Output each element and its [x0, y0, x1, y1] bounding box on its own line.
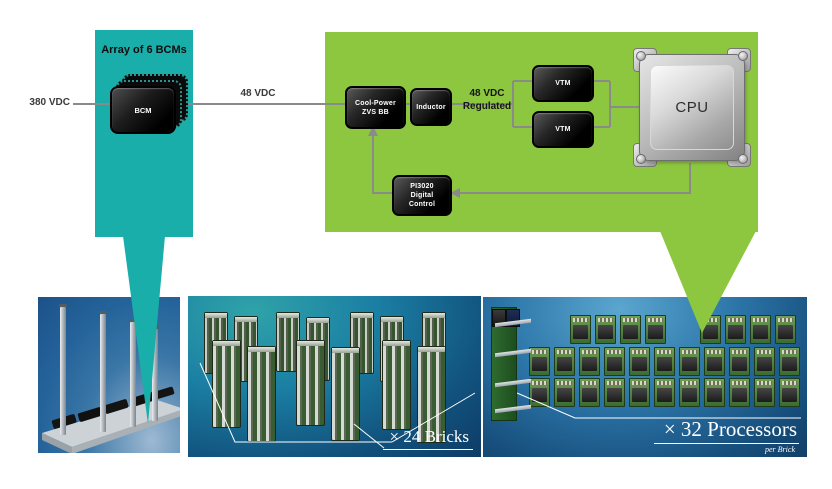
processor-card	[629, 347, 650, 376]
standoff-post	[129, 319, 137, 427]
processors-caption-block: × 32 Processors per Brick	[653, 417, 799, 454]
regulated-voltage-label: 48 VDC Regulated	[462, 88, 512, 112]
processor-card	[595, 315, 616, 344]
bcm-panel-title: Array of 6 BCMs	[101, 44, 187, 56]
vtm-bottom-chip: VTM	[532, 111, 594, 148]
brick-tower	[296, 340, 325, 426]
bricks-caption: × 24 Bricks	[382, 427, 473, 450]
processor-card	[679, 347, 700, 376]
processors-caption: × 32 Processors	[653, 417, 799, 444]
processor-card	[579, 347, 600, 376]
processor-card	[754, 378, 775, 407]
brick-tower-row-front	[212, 340, 446, 443]
cpu-die: CPU	[650, 65, 734, 150]
screw-icon	[738, 51, 748, 61]
processor-card	[654, 347, 675, 376]
baseplate-front-edge	[42, 433, 72, 453]
brick-tower	[212, 340, 241, 428]
brick-tower	[350, 312, 374, 374]
standoff-post	[99, 311, 107, 432]
standoff-post	[59, 304, 67, 435]
brick-tower	[417, 346, 446, 443]
processor-card	[645, 315, 666, 344]
processors-subcaption: per Brick	[765, 445, 795, 454]
processor-card	[620, 315, 641, 344]
processor-card	[754, 347, 775, 376]
brick-tower	[382, 340, 411, 430]
screw-icon	[738, 154, 748, 164]
controller-chip: PI3020 Digital Control	[392, 175, 452, 216]
inductor-chip: Inductor	[410, 88, 452, 126]
processor-card	[679, 378, 700, 407]
processor-card	[704, 347, 725, 376]
processor-row	[529, 347, 800, 376]
processor-card	[775, 315, 796, 344]
buck-boost-chip: Cool-Power ZVS BB	[345, 86, 406, 129]
photo-processor-brick: × 32 Processors per Brick	[483, 297, 807, 457]
processor-card	[629, 378, 650, 407]
screw-icon	[636, 154, 646, 164]
processor-card	[604, 347, 625, 376]
processor-card	[729, 378, 750, 407]
processor-card	[570, 315, 591, 344]
processor-card	[654, 378, 675, 407]
bus-voltage-label: 48 VDC	[240, 88, 276, 99]
photo-brick-racks: × 24 Bricks	[188, 296, 481, 457]
processor-card	[729, 347, 750, 376]
screw-icon	[636, 51, 646, 61]
processor-row	[570, 315, 666, 344]
processor-card	[579, 378, 600, 407]
photo-bcm-array-hardware	[38, 297, 180, 453]
processor-card	[554, 347, 575, 376]
standoff-post	[151, 326, 159, 421]
processor-card	[779, 378, 800, 407]
brick-tower	[247, 346, 276, 442]
bricks-wireframe	[199, 362, 476, 449]
processor-card	[604, 378, 625, 407]
processors-wireframe	[516, 392, 801, 419]
bcm-chip: BCM	[110, 86, 176, 134]
processor-card	[529, 347, 550, 376]
processor-card	[529, 378, 550, 407]
processor-card	[704, 378, 725, 407]
vtm-top-chip: VTM	[532, 65, 594, 102]
input-voltage-label: 380 VDC	[29, 97, 70, 108]
processor-row	[529, 378, 800, 407]
processor-card	[554, 378, 575, 407]
processor-card	[779, 347, 800, 376]
